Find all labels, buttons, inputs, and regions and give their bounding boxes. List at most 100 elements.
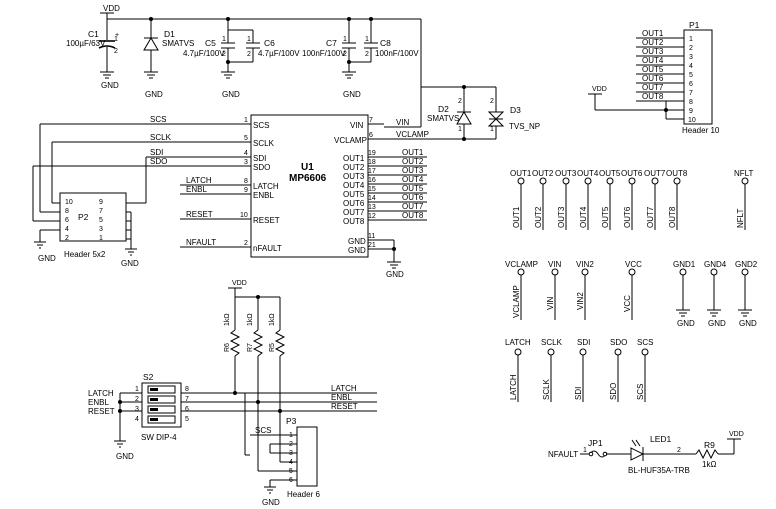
label-text: 1 bbox=[247, 36, 251, 43]
label-text: SCS bbox=[636, 384, 645, 400]
tp-sclk: SCLK SCLK bbox=[541, 338, 563, 402]
c1-value: 100µF/63V bbox=[66, 39, 106, 48]
label-text: OUT8 bbox=[402, 211, 424, 220]
label-text: 1 bbox=[490, 126, 494, 133]
label-text: 14 bbox=[368, 195, 376, 202]
label-text: OUT8 bbox=[666, 169, 688, 178]
label-text: SDO bbox=[150, 157, 167, 166]
label-text: 2 bbox=[343, 51, 347, 58]
label-text: 7 bbox=[185, 396, 189, 403]
label-text: Header 10 bbox=[682, 126, 720, 135]
label-text: SCS bbox=[253, 121, 269, 130]
label-text: SW DIP-4 bbox=[141, 433, 177, 442]
label-text: VIN bbox=[548, 260, 562, 269]
label-text: 1kΩ bbox=[224, 313, 231, 326]
label-text: OUT6 bbox=[623, 206, 632, 228]
label-text: 2 bbox=[222, 51, 226, 58]
diode-d2: 2 1 D2 SMATVS bbox=[427, 98, 472, 133]
c1-gnd-label: GND bbox=[101, 81, 119, 90]
label-text: SCLK bbox=[542, 378, 551, 400]
label-text: GND1 bbox=[673, 260, 696, 269]
label-text: D1 bbox=[164, 29, 175, 39]
label-text: P1 bbox=[689, 20, 700, 30]
label-text: 15 bbox=[368, 186, 376, 193]
label-text: OUT1 bbox=[343, 154, 365, 163]
label-text: 2 bbox=[65, 235, 69, 242]
label-text: SCS bbox=[255, 426, 271, 435]
label-text: OUT7 bbox=[343, 208, 365, 217]
label-text: OUT8 bbox=[642, 92, 664, 101]
label-text: SMATVS bbox=[427, 114, 459, 123]
label-text: 1kΩ bbox=[702, 460, 716, 469]
label-text: 3 bbox=[135, 406, 139, 413]
label-text: TVS_NP bbox=[509, 122, 540, 131]
label-text: SDO bbox=[609, 383, 618, 400]
label-text: GND bbox=[121, 259, 139, 268]
label-text: 5 bbox=[689, 72, 693, 79]
label-text: LATCH bbox=[186, 176, 212, 185]
label-text: R7 bbox=[247, 343, 254, 352]
label-text: 1 bbox=[244, 117, 248, 124]
label-text: 3 bbox=[689, 54, 693, 61]
label-text: SCS bbox=[150, 115, 166, 124]
label-text: 9 bbox=[689, 108, 693, 115]
label-text: 19 bbox=[368, 150, 376, 157]
label-text: 7 bbox=[369, 117, 373, 124]
label-text: 4 bbox=[689, 63, 693, 70]
label-text: OUT4 bbox=[402, 175, 424, 184]
label-text: 12 bbox=[368, 213, 376, 220]
label-text: 4 bbox=[135, 416, 139, 423]
label-text: 1 bbox=[458, 126, 462, 133]
label-text: 1 bbox=[114, 36, 118, 43]
label-text: 1kΩ bbox=[269, 313, 276, 326]
label-text: GND bbox=[222, 90, 240, 99]
label-text: VCLAMP bbox=[334, 136, 367, 145]
label-text: 100nF/100V bbox=[375, 49, 419, 58]
label-text: GND bbox=[348, 246, 366, 255]
label-text: LED1 bbox=[650, 434, 672, 444]
label-text: OUT1 bbox=[402, 148, 424, 157]
label-text: OUT5 bbox=[343, 190, 365, 199]
label-text: SCLK bbox=[541, 338, 563, 347]
label-text: 6 bbox=[369, 132, 373, 139]
label-text: 100nF/100V bbox=[302, 49, 346, 58]
jp1-ref: JP1 bbox=[588, 438, 603, 448]
u1-ref: U1 bbox=[301, 162, 314, 173]
label-text: 10 bbox=[240, 212, 248, 219]
label-text: OUT1 bbox=[642, 29, 664, 38]
label-text: OUT6 bbox=[402, 193, 424, 202]
label-text: 2 bbox=[458, 98, 462, 105]
label-text: 2 bbox=[677, 447, 681, 454]
diode-d1: D1 SMATVS GND bbox=[143, 19, 194, 99]
label-text: ENBL bbox=[88, 398, 109, 407]
label-text: 18 bbox=[368, 159, 376, 166]
label-text: 1 bbox=[222, 36, 226, 43]
label-text: RESET bbox=[186, 210, 213, 219]
label-text: GND bbox=[739, 319, 757, 328]
label-text: OUT1 bbox=[510, 169, 532, 178]
label-text: GND bbox=[708, 319, 726, 328]
label-text: GND2 bbox=[735, 260, 758, 269]
label-text: ENBL bbox=[253, 191, 274, 200]
label-text: RESET bbox=[253, 216, 280, 225]
label-text: 2 bbox=[247, 51, 251, 58]
label-text: NFAULT bbox=[186, 238, 216, 247]
label-text: SCLK bbox=[253, 139, 275, 148]
label-text: OUT2 bbox=[532, 169, 554, 178]
label-text: OUT1 bbox=[512, 206, 521, 228]
label-text: GND bbox=[38, 254, 56, 263]
diode-d3: 2 1 D3 TVS_NP bbox=[487, 98, 540, 133]
label-text: 17 bbox=[368, 168, 376, 175]
label-text: GND bbox=[348, 237, 366, 246]
label-text: VDD bbox=[729, 431, 744, 438]
label-text: SDO bbox=[253, 163, 270, 172]
label-text: 2 bbox=[135, 396, 139, 403]
label-text: OUT4 bbox=[577, 169, 599, 178]
label-text: D2 bbox=[438, 104, 449, 114]
